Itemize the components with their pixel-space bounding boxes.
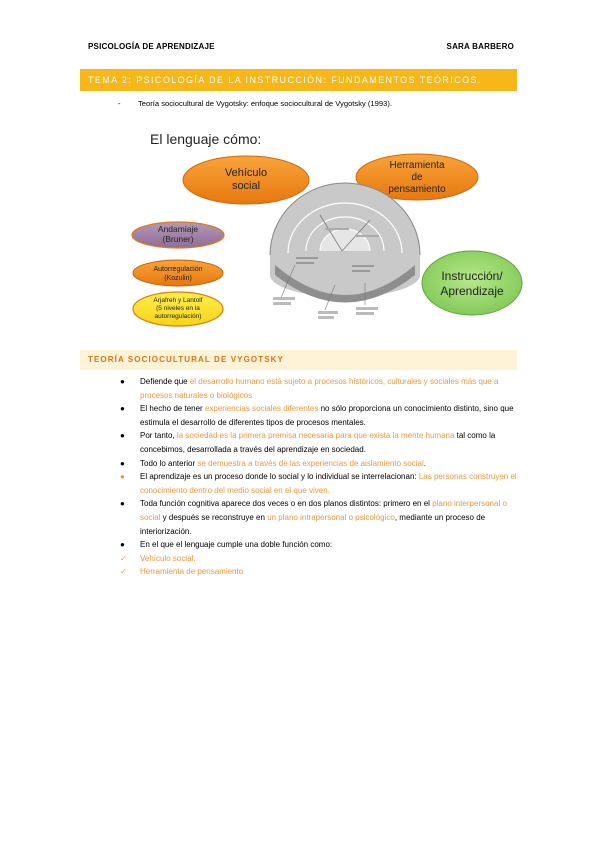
bullet-item: ● El hecho de tener experiencias sociales… xyxy=(118,402,518,429)
bullet-dot-icon: ● xyxy=(120,499,125,509)
bullet-item: ✓ Herramienta de pensamiento xyxy=(118,565,518,579)
bullet-item: ● Toda función cognitiva aparece dos vec… xyxy=(118,497,518,538)
body-text: El aprendizaje es un proceso donde lo so… xyxy=(140,472,419,482)
body-text: . xyxy=(423,458,426,468)
bullet-dot-icon: ● xyxy=(120,404,125,414)
body-text: , mediante un proceso de interiorización… xyxy=(140,512,486,536)
highlighted-text: experiencias sociales diferentes xyxy=(204,404,319,414)
header-course-title: PSICOLOGÍA DE APRENDIZAJE xyxy=(88,42,215,51)
highlighted-text: Vehículo social. xyxy=(140,553,196,563)
language-diagram: El lenguaje cómo: Vehículo social Herram… xyxy=(131,131,523,327)
andamiaje-bubble: Andamiaje (Bruner) xyxy=(131,221,225,249)
bullet-dot-icon: ● xyxy=(120,431,125,441)
body-text: tal como la concebimos, desarrollada a t… xyxy=(140,431,496,454)
bullet-dot-icon: ● xyxy=(120,540,125,550)
section-heading: TEORÍA SOCIOCULTURAL DE VYGOTSKY xyxy=(80,350,517,370)
check-icon: ✓ xyxy=(120,553,127,563)
body-text: Todo lo anterior xyxy=(140,458,198,468)
highlighted-text: el desarrollo humano está sujeto a proce… xyxy=(140,377,499,400)
body-text: no sólo proporciona un conocimiento dist… xyxy=(140,404,514,427)
body-text: Defiende que xyxy=(140,377,190,386)
bullet-item: ● Defiende que el desarrollo humano está … xyxy=(118,375,518,402)
vehiculo-social-bubble: Vehículo social xyxy=(182,155,310,205)
highlighted-text: Herramienta de pensamiento xyxy=(140,567,244,577)
zone-development-figure xyxy=(269,182,421,319)
highlighted-text: Las personas construyen el conocimiento … xyxy=(140,472,517,495)
intro-dash: - xyxy=(118,99,121,108)
bullet-dot-icon: ● xyxy=(120,377,125,386)
body-text: Por tanto, xyxy=(140,431,177,441)
svg-text:pensamiento: pensamiento xyxy=(388,184,446,195)
bullet-item: ● Todo lo anterior se demuestra a través … xyxy=(118,457,518,471)
intro-text: Teoría sociocultural de Vygotsky: enfoqu… xyxy=(138,99,392,108)
bullet-dot-icon: ● xyxy=(120,458,125,468)
header-author: SARA BARBERO xyxy=(446,42,514,51)
svg-text:social: social xyxy=(232,180,260,192)
highlighted-text: un plano intrapersonal o psicológico xyxy=(267,512,395,522)
svg-text:(5 niveles en la: (5 niveles en la xyxy=(156,305,200,312)
bullet-item: ✓ Vehículo social. xyxy=(118,552,518,566)
bullet-item: ● En el que el lenguaje cumple una doble … xyxy=(118,538,518,552)
bullet-list: ● Defiende que el desarrollo humano está … xyxy=(118,375,518,579)
svg-text:autorregulación): autorregulación) xyxy=(155,313,202,320)
bullet-item: ● Por tanto, la sociedad es la primera pr… xyxy=(118,429,518,456)
svg-text:(Kozulin): (Kozulin) xyxy=(164,275,192,282)
svg-text:Andamiaje: Andamiaje xyxy=(158,224,198,234)
svg-text:de: de xyxy=(411,172,423,183)
autorregulacion-bubble: Autorregulación (Kozulin) xyxy=(132,259,224,287)
svg-text:Arjafreh y Lantolf: Arjafreh y Lantolf xyxy=(153,297,202,304)
body-text: En el que el lenguaje cumple una doble f… xyxy=(140,540,333,550)
highlighted-text: plano interpersonal o social xyxy=(140,499,507,522)
bullet-item: ● El aprendizaje es un proceso donde lo s… xyxy=(118,470,518,497)
body-text: El hecho de tener xyxy=(140,404,205,414)
svg-text:Aprendizaje: Aprendizaje xyxy=(440,284,504,298)
herramienta-bubble: Herramienta de pensamiento xyxy=(355,153,479,201)
chapter-banner: TEMA 2: PSICOLOGÍA DE LA INSTRUCCIÓN: FU… xyxy=(80,69,517,91)
highlighted-text: se demuestra a través de las experiencia… xyxy=(197,458,424,468)
highlighted-text: la sociedad es la primera premisa necesa… xyxy=(176,431,455,441)
svg-text:Herramienta: Herramienta xyxy=(389,160,444,171)
svg-text:(Bruner): (Bruner) xyxy=(162,234,193,244)
check-icon: ✓ xyxy=(120,567,127,577)
bullet-dot-icon: ● xyxy=(120,472,125,482)
arjafreh-lantolf-bubble: Arjafreh y Lantolf (5 niveles en la auto… xyxy=(132,291,224,327)
svg-text:Autorregulación: Autorregulación xyxy=(153,266,202,273)
svg-text:Instrucción/: Instrucción/ xyxy=(441,269,503,283)
diagram-title: El lenguaje cómo: xyxy=(150,131,261,147)
body-text: Toda función cognitiva aparece dos veces… xyxy=(140,499,433,509)
svg-text:Vehículo: Vehículo xyxy=(225,167,267,179)
instruccion-aprendizaje-bubble: Instrucción/ Aprendizaje xyxy=(421,250,523,316)
body-text: y después se reconstruye en xyxy=(160,512,268,522)
intro-line: - Teoría sociocultural de Vygotsky: enfoq… xyxy=(118,99,392,108)
